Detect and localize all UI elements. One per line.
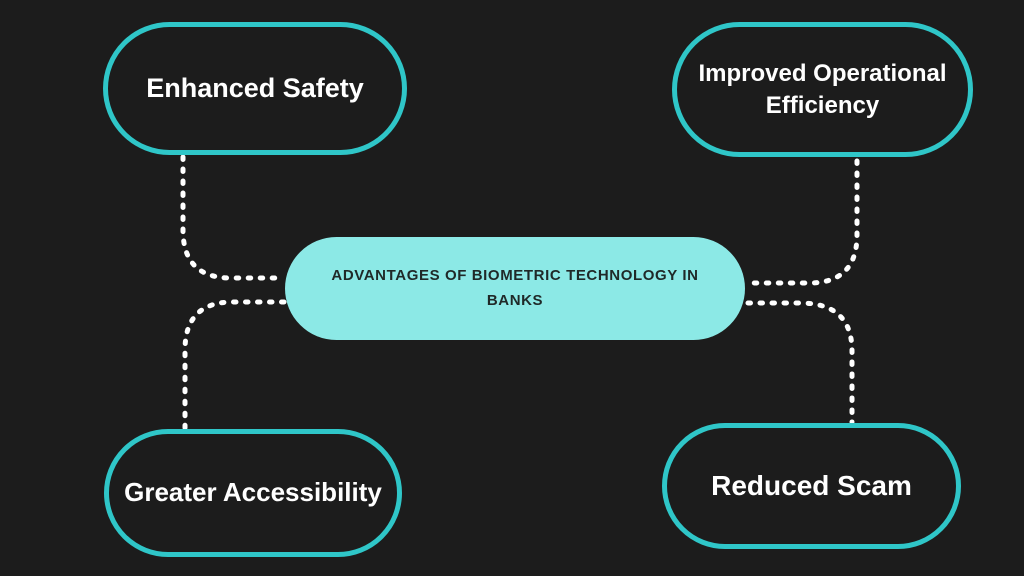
node-center-title: ADVANTAGES OF BIOMETRIC TECHNOLOGY IN BA… [285,237,745,340]
center-title-label: ADVANTAGES OF BIOMETRIC TECHNOLOGY IN BA… [331,266,699,309]
node-reduced-scam-label: Reduced Scam [711,469,912,501]
node-improved-operational-efficiency: Improved Operational Efficiency [672,22,973,157]
node-improved-operational-efficiency-label: Improved Operational Efficiency [698,60,947,119]
node-greater-accessibility: Greater Accessibility [104,429,402,557]
connector-center-to-reduced-scam [745,300,855,425]
connector-enhanced-safety-to-center [180,154,287,281]
node-enhanced-safety-label: Enhanced Safety [146,72,364,103]
node-enhanced-safety: Enhanced Safety [103,22,407,155]
connector-improved-efficiency-to-center [745,158,860,286]
connector-center-to-greater-accessibility [182,299,287,431]
node-greater-accessibility-label: Greater Accessibility [124,477,382,508]
node-reduced-scam: Reduced Scam [662,423,961,549]
